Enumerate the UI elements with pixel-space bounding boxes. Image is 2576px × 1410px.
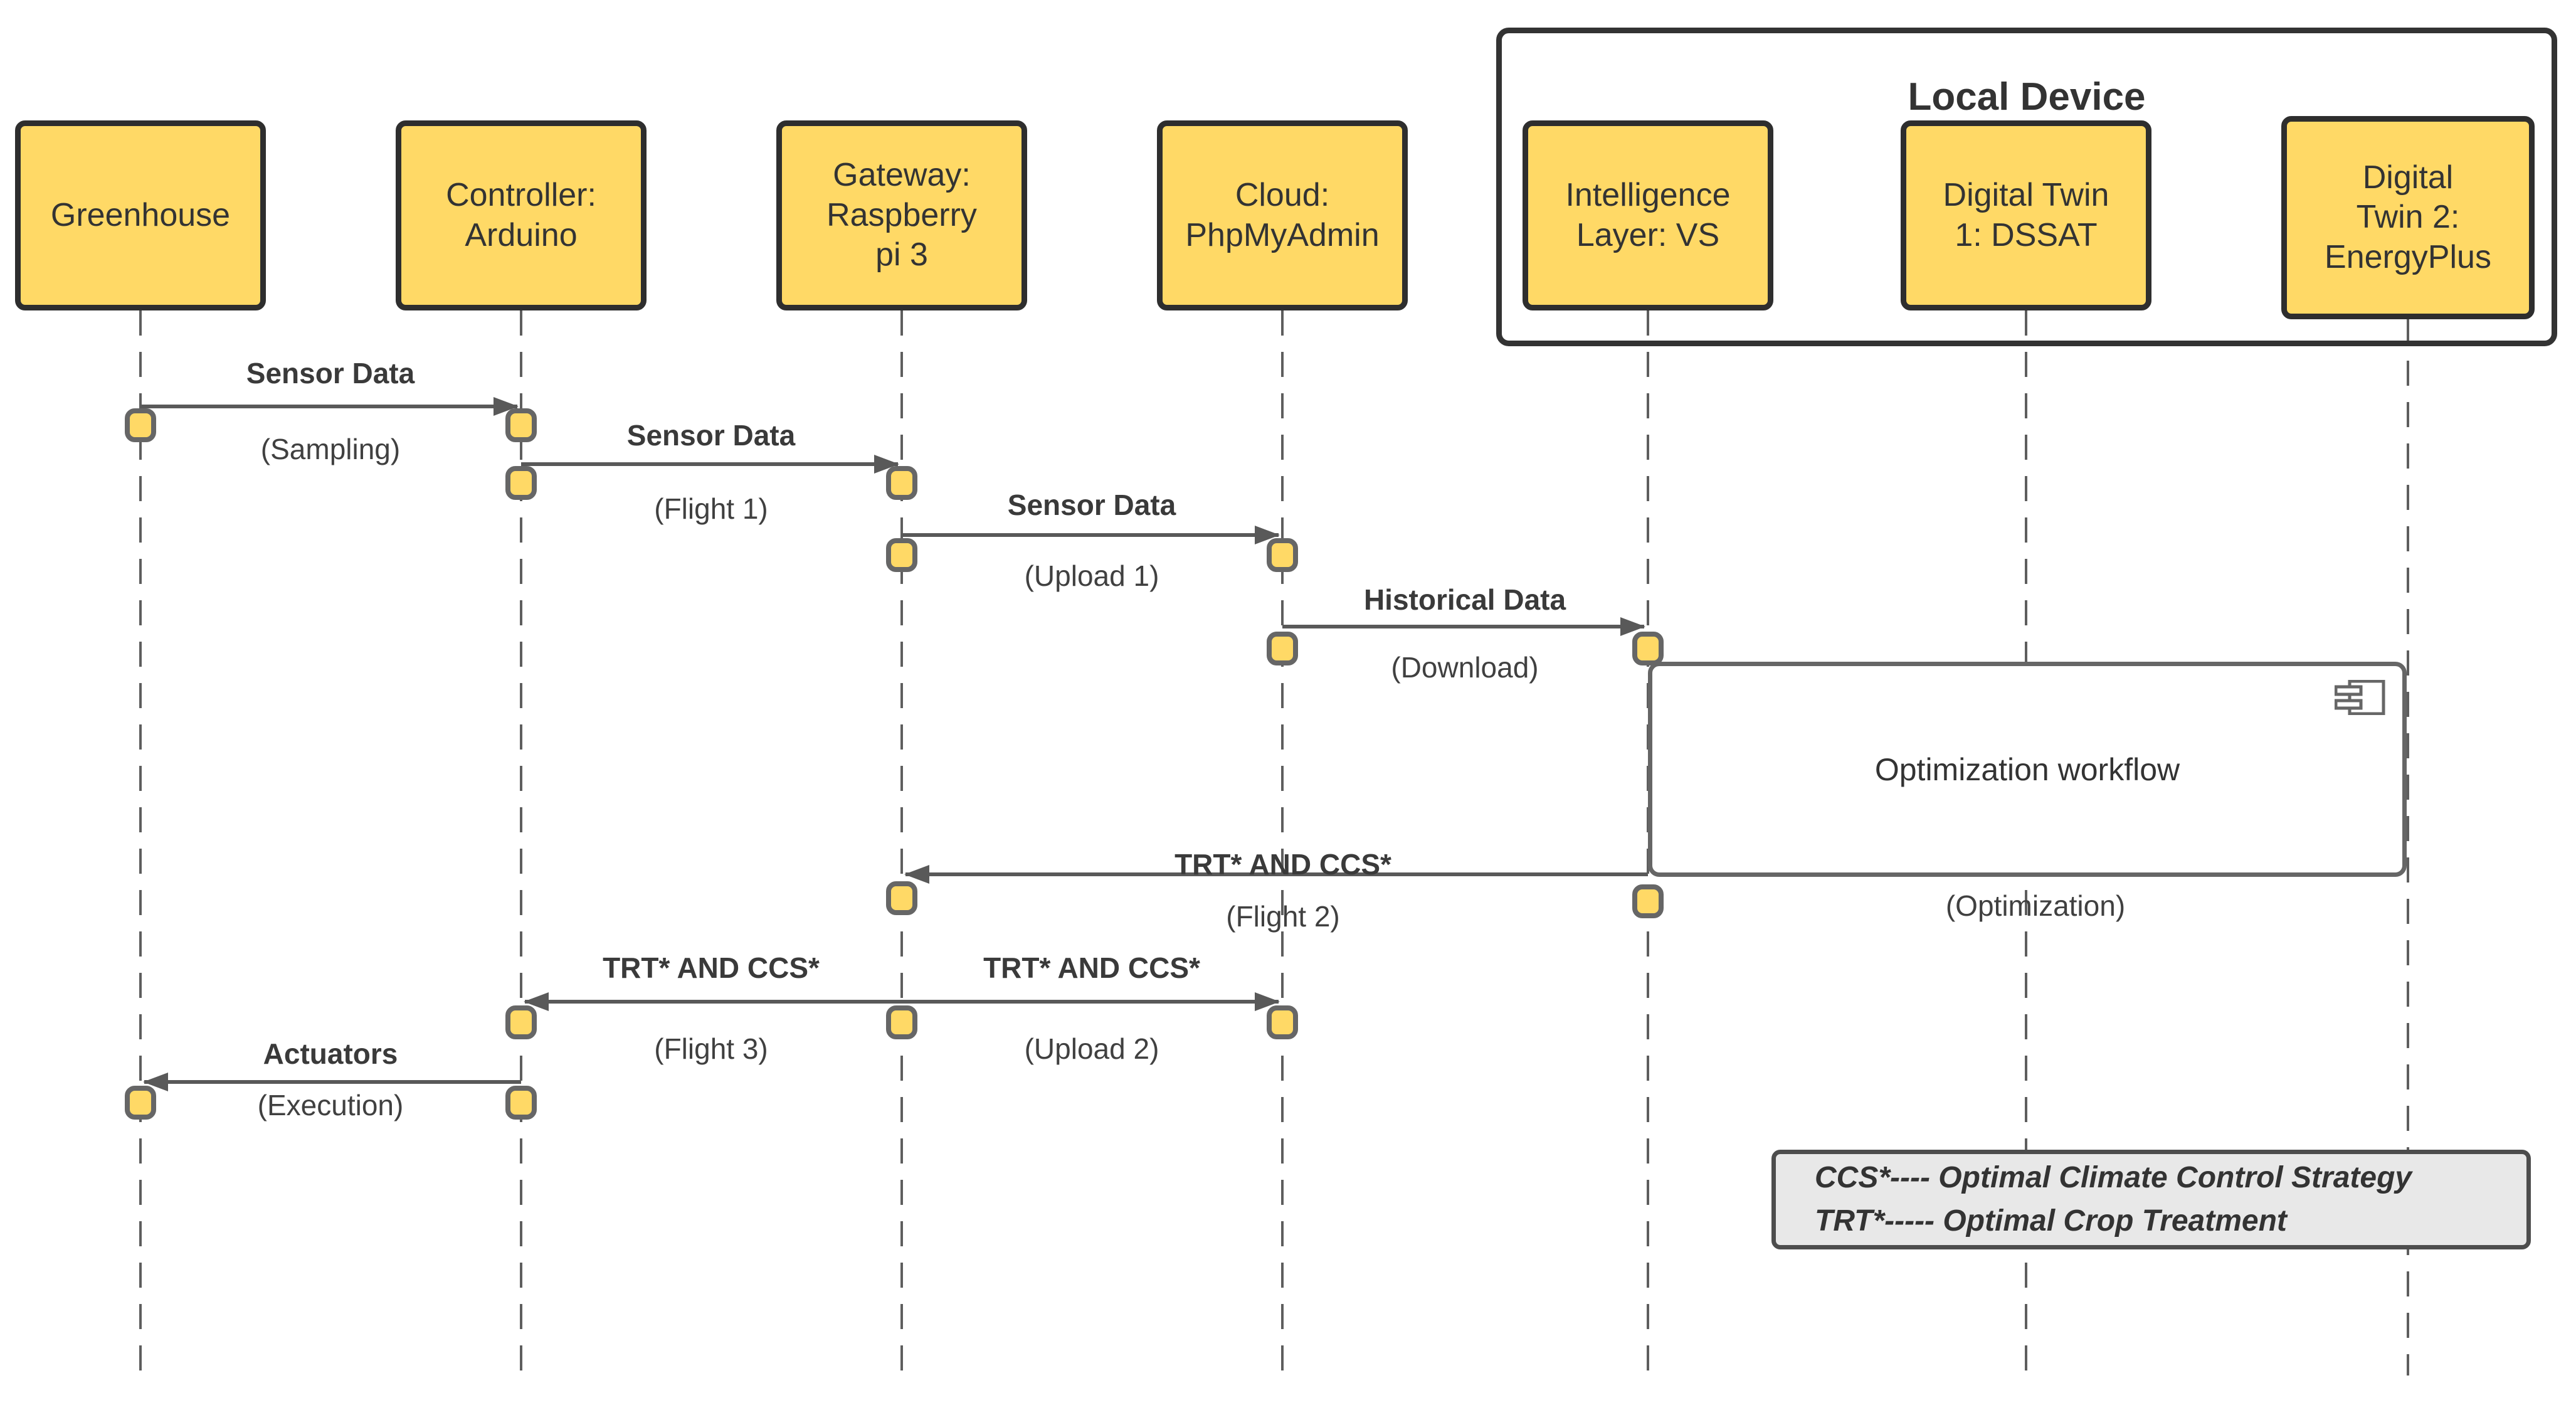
workflow-note-optimization: (Optimization) <box>1945 889 2126 922</box>
activation-gateway-flight2 <box>886 881 917 915</box>
activation-cloud-upload2 <box>1267 1005 1298 1039</box>
message-note-sampling: (Sampling) <box>260 433 401 465</box>
optimization-workflow-box: Optimization workflow <box>1648 662 2407 877</box>
activation-gateway-flight3 <box>886 1005 917 1039</box>
message-label-flight2: TRT* AND CCS* <box>1175 848 1391 881</box>
message-label-upload2: TRT* AND CCS* <box>983 951 1200 984</box>
activation-controller-flight3 <box>505 1005 537 1039</box>
local-device-title: Local Device <box>1908 75 2146 119</box>
legend-line-trt: TRT*----- Optimal Crop Treatment <box>1815 1204 2287 1238</box>
legend-box: CCS*---- Optimal Climate Control Strateg… <box>1771 1150 2531 1249</box>
message-note-upload2: (Upload 2) <box>1024 1032 1159 1065</box>
activation-controller-sampling <box>505 408 537 442</box>
message-label-execution: Actuators <box>263 1037 398 1070</box>
local-device-frame: Local Device <box>1496 28 2557 346</box>
message-note-flight1: (Flight 1) <box>654 492 768 525</box>
message-label-upload1: Sensor Data <box>1007 489 1176 521</box>
actor-controller: Controller: Arduino <box>396 120 647 310</box>
activation-controller-flight1 <box>505 466 537 500</box>
message-label-sampling: Sensor Data <box>246 357 415 390</box>
actor-greenhouse: Greenhouse <box>15 120 266 310</box>
activation-intelligence-download <box>1632 632 1664 665</box>
uml-component-icon <box>2335 680 2385 715</box>
activation-cloud-download <box>1267 632 1298 665</box>
activation-greenhouse-execution <box>125 1086 156 1120</box>
actor-intelligence: Intelligence Layer: VS <box>1523 120 1773 310</box>
message-label-flight3: TRT* AND CCS* <box>603 951 820 984</box>
message-label-flight1: Sensor Data <box>626 419 796 452</box>
message-note-download: (Download) <box>1391 651 1539 684</box>
activation-gateway-flight1 <box>886 466 917 500</box>
message-note-flight3: (Flight 3) <box>654 1032 768 1065</box>
activation-gateway-upload1 <box>886 538 917 572</box>
actor-digital-twin-2: Digital Twin 2: EnergyPlus <box>2281 116 2535 319</box>
legend-line-ccs: CCS*---- Optimal Climate Control Strateg… <box>1815 1161 2412 1195</box>
message-note-flight2: (Flight 2) <box>1226 900 1340 933</box>
message-note-upload1: (Upload 1) <box>1024 559 1159 592</box>
message-note-execution: (Execution) <box>257 1089 404 1121</box>
actor-gateway: Gateway: Raspberry pi 3 <box>776 120 1027 310</box>
activation-cloud-upload1 <box>1267 538 1298 572</box>
activation-controller-execution <box>505 1086 537 1120</box>
message-label-download: Historical Data <box>1363 583 1566 616</box>
actor-cloud: Cloud: PhpMyAdmin <box>1157 120 1408 310</box>
actor-digital-twin-1: Digital Twin 1: DSSAT <box>1901 120 2151 310</box>
activation-intelligence-optimization <box>1632 884 1664 918</box>
optimization-workflow-label: Optimization workflow <box>1874 751 2180 787</box>
activation-greenhouse-sampling <box>125 408 156 442</box>
